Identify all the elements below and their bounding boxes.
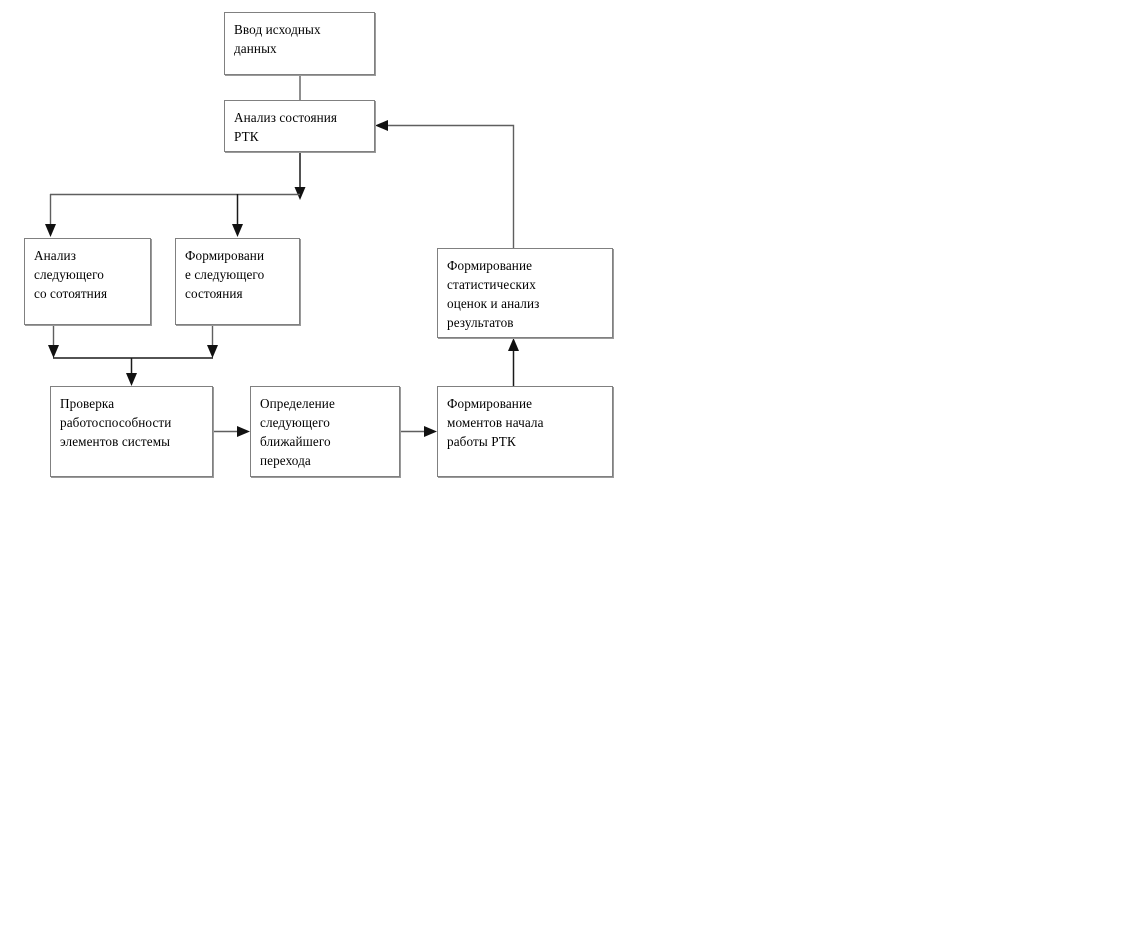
edge-merge-to-check — [126, 358, 137, 386]
node-label: Анализ следующего со сотоятния — [34, 248, 108, 301]
node-label: Формирование моментов начала работы РТК — [447, 396, 544, 449]
node-label: Определение следующего ближайшего перехо… — [260, 396, 335, 468]
node-vvod-iskhodnykh-dannykh[interactable]: Ввод исходных данных — [224, 12, 375, 75]
node-analiz-sostoyaniya-rtk[interactable]: Анализ состояния РТК — [224, 100, 375, 152]
node-label: Проверка работоспособности элементов сис… — [60, 396, 172, 449]
edge-determine-to-moments — [400, 426, 437, 437]
edge-analyze-to-split — [294, 152, 306, 200]
edge-form-next-to-merge — [207, 325, 218, 358]
edge-check-to-determine — [213, 426, 250, 437]
node-label: Ввод исходных данных — [234, 22, 321, 56]
node-formirovanie-momentov-nachala-raboty[interactable]: Формирование моментов начала работы РТК — [437, 386, 613, 477]
node-label: Формирование статистических оценок и ана… — [447, 258, 540, 330]
edge-analyze-next-to-merge — [48, 325, 59, 358]
node-label: Анализ состояния РТК — [234, 110, 338, 144]
edge-split-to-analyze-next — [45, 194, 56, 237]
node-label: Формировани е следующего состояния — [185, 248, 265, 301]
edge-moments-to-stats — [508, 338, 519, 386]
node-proverka-rabotosposobnosti[interactable]: Проверка работоспособности элементов сис… — [50, 386, 213, 477]
edge-stats-feedback-to-analyze — [375, 120, 515, 248]
node-analiz-sleduyushchego-sostoyaniya[interactable]: Анализ следующего со сотоятния — [24, 238, 151, 325]
node-formirovanie-statisticheskikh-otsenok[interactable]: Формирование статистических оценок и ана… — [437, 248, 613, 338]
node-formirovanie-sleduyushchego-sostoyaniya[interactable]: Формировани е следующего состояния — [175, 238, 300, 325]
node-opredelenie-blizhayshego-perekhoda[interactable]: Определение следующего ближайшего перехо… — [250, 386, 400, 477]
edge-split-to-form-next — [232, 194, 243, 237]
